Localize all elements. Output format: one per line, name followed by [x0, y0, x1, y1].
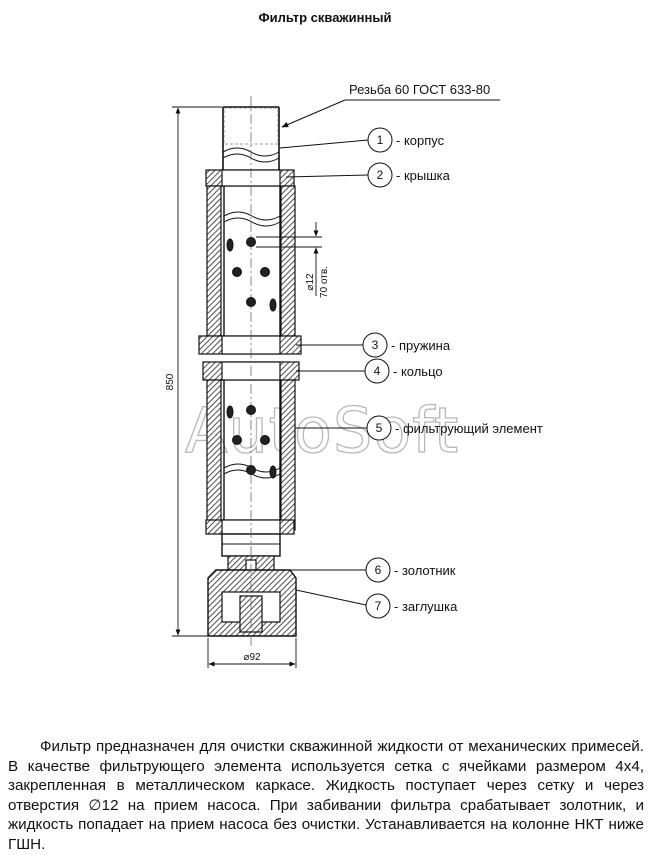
callout-5: 5 - фильтрующий элемент — [295, 415, 543, 441]
callout-1: 1 - корпус — [279, 127, 445, 153]
page-title: Фильтр скважинный — [258, 10, 392, 25]
callout-label: - пружина — [391, 338, 451, 353]
callout-number: 1 — [377, 133, 384, 147]
thread-leader — [281, 99, 500, 128]
lower-section-left-wall — [206, 379, 222, 531]
callout-number: 3 — [372, 338, 379, 352]
diameter-dimension — [207, 638, 297, 668]
lower-section-right-wall — [280, 379, 296, 531]
callout-label: - корпус — [396, 133, 445, 148]
callout-label: - золотник — [394, 563, 456, 578]
upper-section-left-wall — [206, 185, 222, 337]
callout-6: 6 - золотник — [275, 557, 456, 583]
filter-body — [198, 96, 302, 648]
body-pipe — [222, 107, 280, 178]
callout-number: 2 — [377, 168, 384, 182]
diameter-label: ⌀92 — [243, 652, 261, 663]
callout-label: - фильтрующий элемент — [395, 421, 543, 436]
hole-count-label: 70 отв. — [319, 266, 330, 298]
thread-zone — [223, 107, 279, 145]
callout-number: 4 — [374, 364, 381, 378]
upper-break — [223, 211, 281, 227]
hole-diameter-label: ⌀12 — [305, 273, 316, 291]
length-label: 850 — [165, 373, 176, 390]
callout-7: 7 - заглушка — [295, 589, 458, 619]
upper-section-right-wall — [280, 185, 296, 337]
hole-dimension — [256, 222, 322, 296]
thread-note: Резьба 60 ГОСТ 633-80 — [349, 82, 490, 97]
callout-2: 2 - крышка — [285, 162, 451, 188]
callout-number: 7 — [375, 599, 382, 613]
callout-label: - крышка — [396, 168, 451, 183]
length-dimension — [172, 106, 222, 637]
callout-label: - заглушка — [394, 599, 458, 614]
filter-drawing: AutoSoft — [165, 82, 543, 668]
callout-number: 6 — [375, 563, 382, 577]
filter-holes — [226, 237, 277, 479]
description-text: Фильтр предназначен для очистки скважинн… — [8, 738, 644, 853]
callout-label: - кольцо — [393, 364, 443, 379]
callout-3: 3 - пружина — [296, 332, 451, 358]
callout-4: 4 - кольцо — [296, 358, 443, 384]
callout-number: 5 — [376, 421, 383, 435]
